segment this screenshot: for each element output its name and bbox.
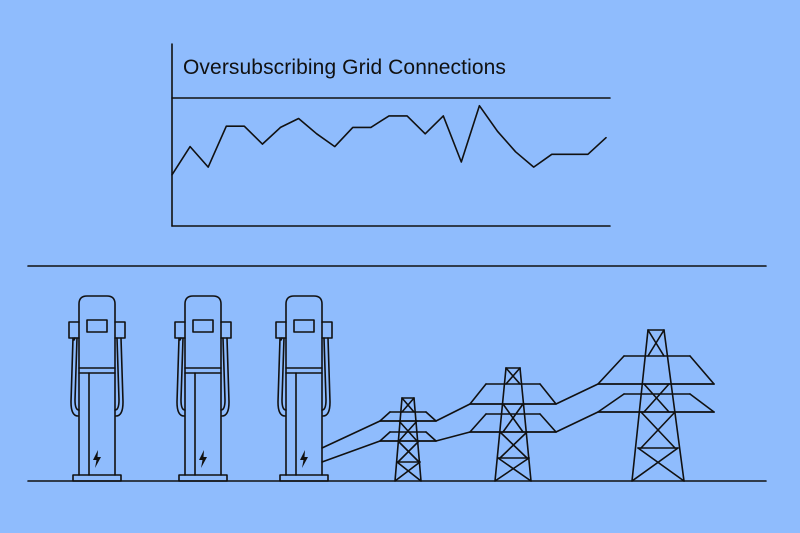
charger-3 [275,295,333,482]
line-chart [171,43,611,227]
chart-series-group [171,104,607,176]
chart-title: Oversubscribing Grid Connections [183,56,507,79]
lightning-bolt-icon [93,450,101,468]
chart-series-line [171,104,607,176]
pylon-large [597,329,715,482]
pylon-medium [469,367,557,482]
charger-1 [68,295,126,482]
lightning-bolt-icon [300,450,308,468]
lightning-bolt-icon [199,450,207,468]
pylon-small [379,397,437,482]
charger-2 [174,295,232,482]
